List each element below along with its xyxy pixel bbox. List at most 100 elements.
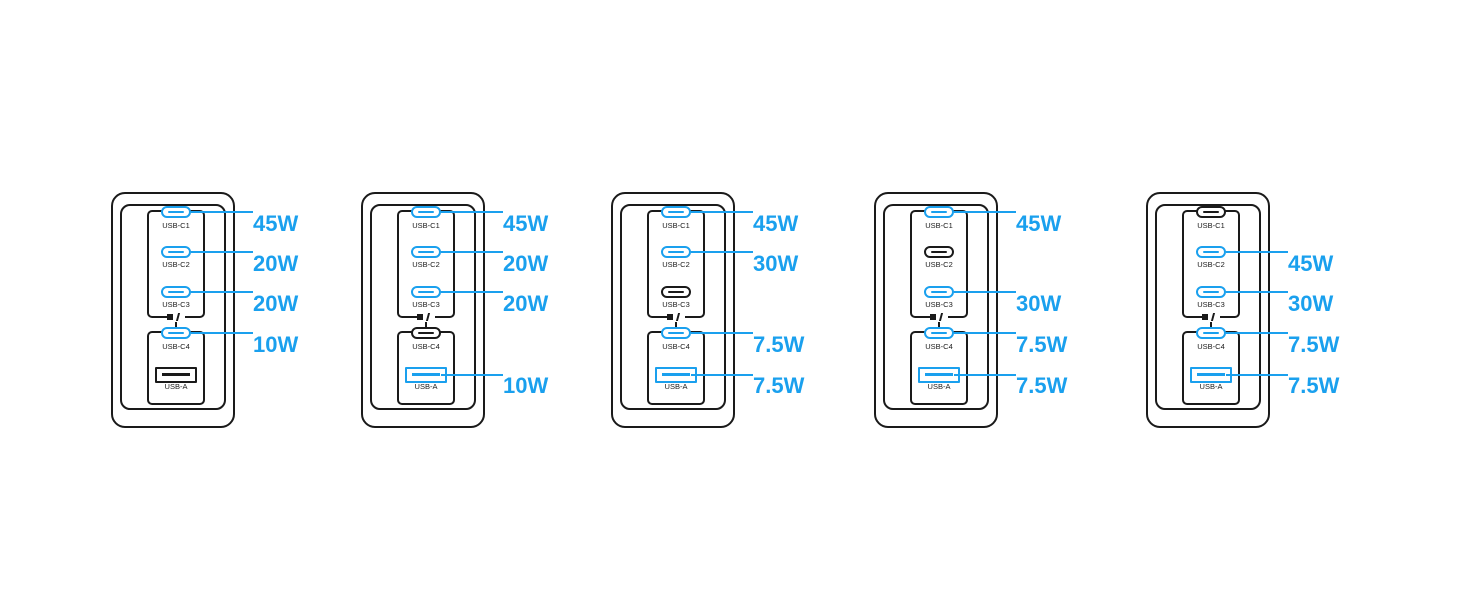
usb-c3-port xyxy=(161,286,191,298)
usb-c1-wattage: 45W xyxy=(503,211,549,236)
usb-c2-wattage: 20W xyxy=(503,251,549,276)
usb-a-label: USB-A xyxy=(664,382,688,391)
usb-c1-wattage: 45W xyxy=(753,211,799,236)
usb-c2-label: USB-C2 xyxy=(162,260,190,269)
usb-c3-wattage: 30W xyxy=(1288,291,1334,316)
usb-c2-label: USB-C2 xyxy=(412,260,440,269)
usb-c4-label: USB-C4 xyxy=(1197,342,1225,351)
usb-c1-label: USB-C1 xyxy=(925,221,953,230)
usb-c1-port xyxy=(411,206,441,218)
usb-a-slot xyxy=(1197,373,1225,376)
usb-a-leader-line xyxy=(691,374,753,376)
charger-face xyxy=(883,204,989,410)
usb-c2-slot xyxy=(1203,251,1219,253)
usb-c3-wattage: 20W xyxy=(503,291,549,316)
usb-a-slot xyxy=(662,373,690,376)
usb-c3-leader-line xyxy=(954,291,1016,293)
usb-c4-slot xyxy=(931,332,947,334)
charger-face xyxy=(370,204,476,410)
usb-c3-slot xyxy=(168,291,184,293)
usb-c2-port xyxy=(924,246,954,258)
mode-switch-icon xyxy=(1202,313,1220,322)
usb-c3-leader-line xyxy=(1226,291,1288,293)
usb-c2-label: USB-C2 xyxy=(925,260,953,269)
usb-c4-leader-line xyxy=(1226,332,1288,334)
usb-c4-wattage: 7.5W xyxy=(1016,332,1068,357)
usb-c3-slot xyxy=(668,291,684,293)
usb-c2-wattage: 45W xyxy=(1288,251,1334,276)
usb-c2-label: USB-C2 xyxy=(1197,260,1225,269)
usb-c3-leader-line xyxy=(441,291,503,293)
usb-c3-label: USB-C3 xyxy=(662,300,690,309)
usb-c2-port xyxy=(1196,246,1226,258)
usb-a-slot xyxy=(925,373,953,376)
usb-c4-leader-line xyxy=(691,332,753,334)
usb-a-wattage: 7.5W xyxy=(753,373,805,398)
panel-connector xyxy=(175,318,177,331)
usb-c2-leader-line xyxy=(191,251,253,253)
usb-c1-port xyxy=(161,206,191,218)
usb-a-port xyxy=(155,367,197,383)
usb-c2-wattage: 20W xyxy=(253,251,299,276)
usb-c4-wattage: 7.5W xyxy=(753,332,805,357)
usb-c4-wattage: 7.5W xyxy=(1288,332,1340,357)
usb-c1-slot xyxy=(668,211,684,213)
usb-c4-port xyxy=(924,327,954,339)
usb-c3-slot xyxy=(931,291,947,293)
usb-c2-wattage: 30W xyxy=(753,251,799,276)
charger-face xyxy=(1155,204,1261,410)
usb-c1-label: USB-C1 xyxy=(412,221,440,230)
usb-c4-label: USB-C4 xyxy=(412,342,440,351)
usb-c3-label: USB-C3 xyxy=(925,300,953,309)
usb-c3-label: USB-C3 xyxy=(412,300,440,309)
usb-c4-slot xyxy=(668,332,684,334)
panel-connector xyxy=(675,318,677,331)
usb-c2-label: USB-C2 xyxy=(662,260,690,269)
usb-c4-leader-line xyxy=(191,332,253,334)
panel-connector xyxy=(425,318,427,331)
usb-a-leader-line xyxy=(954,374,1016,376)
usb-c3-slot xyxy=(418,291,434,293)
usb-c4-slot xyxy=(1203,332,1219,334)
mode-switch-icon xyxy=(167,313,185,322)
panel-connector xyxy=(1210,318,1212,331)
usb-c3-leader-line xyxy=(191,291,253,293)
usb-c2-slot xyxy=(418,251,434,253)
usb-c2-leader-line xyxy=(441,251,503,253)
usb-c3-label: USB-C3 xyxy=(1197,300,1225,309)
mode-switch-icon xyxy=(667,313,685,322)
usb-c1-slot xyxy=(1203,211,1219,213)
usb-c2-leader-line xyxy=(691,251,753,253)
usb-a-slot xyxy=(162,373,190,376)
usb-c4-port xyxy=(661,327,691,339)
usb-a-wattage: 7.5W xyxy=(1016,373,1068,398)
mode-switch-icon xyxy=(417,313,435,322)
usb-c1-leader-line xyxy=(954,211,1016,213)
usb-a-leader-line xyxy=(1226,374,1288,376)
usb-c2-slot xyxy=(931,251,947,253)
usb-c2-port xyxy=(411,246,441,258)
mode-switch-icon xyxy=(930,313,948,322)
charger-face xyxy=(620,204,726,410)
panel-connector xyxy=(938,318,940,331)
usb-c1-port xyxy=(924,206,954,218)
usb-c3-port xyxy=(924,286,954,298)
usb-c1-wattage: 45W xyxy=(253,211,299,236)
usb-c1-label: USB-C1 xyxy=(662,221,690,230)
usb-c1-label: USB-C1 xyxy=(162,221,190,230)
usb-c2-port xyxy=(161,246,191,258)
usb-c1-wattage: 45W xyxy=(1016,211,1062,236)
usb-c2-port xyxy=(661,246,691,258)
usb-c1-label: USB-C1 xyxy=(1197,221,1225,230)
usb-c3-port xyxy=(661,286,691,298)
usb-c1-slot xyxy=(168,211,184,213)
usb-c1-port xyxy=(661,206,691,218)
usb-c3-port xyxy=(411,286,441,298)
usb-c3-slot xyxy=(1203,291,1219,293)
usb-c1-slot xyxy=(931,211,947,213)
usb-c3-wattage: 30W xyxy=(1016,291,1062,316)
usb-c1-leader-line xyxy=(191,211,253,213)
